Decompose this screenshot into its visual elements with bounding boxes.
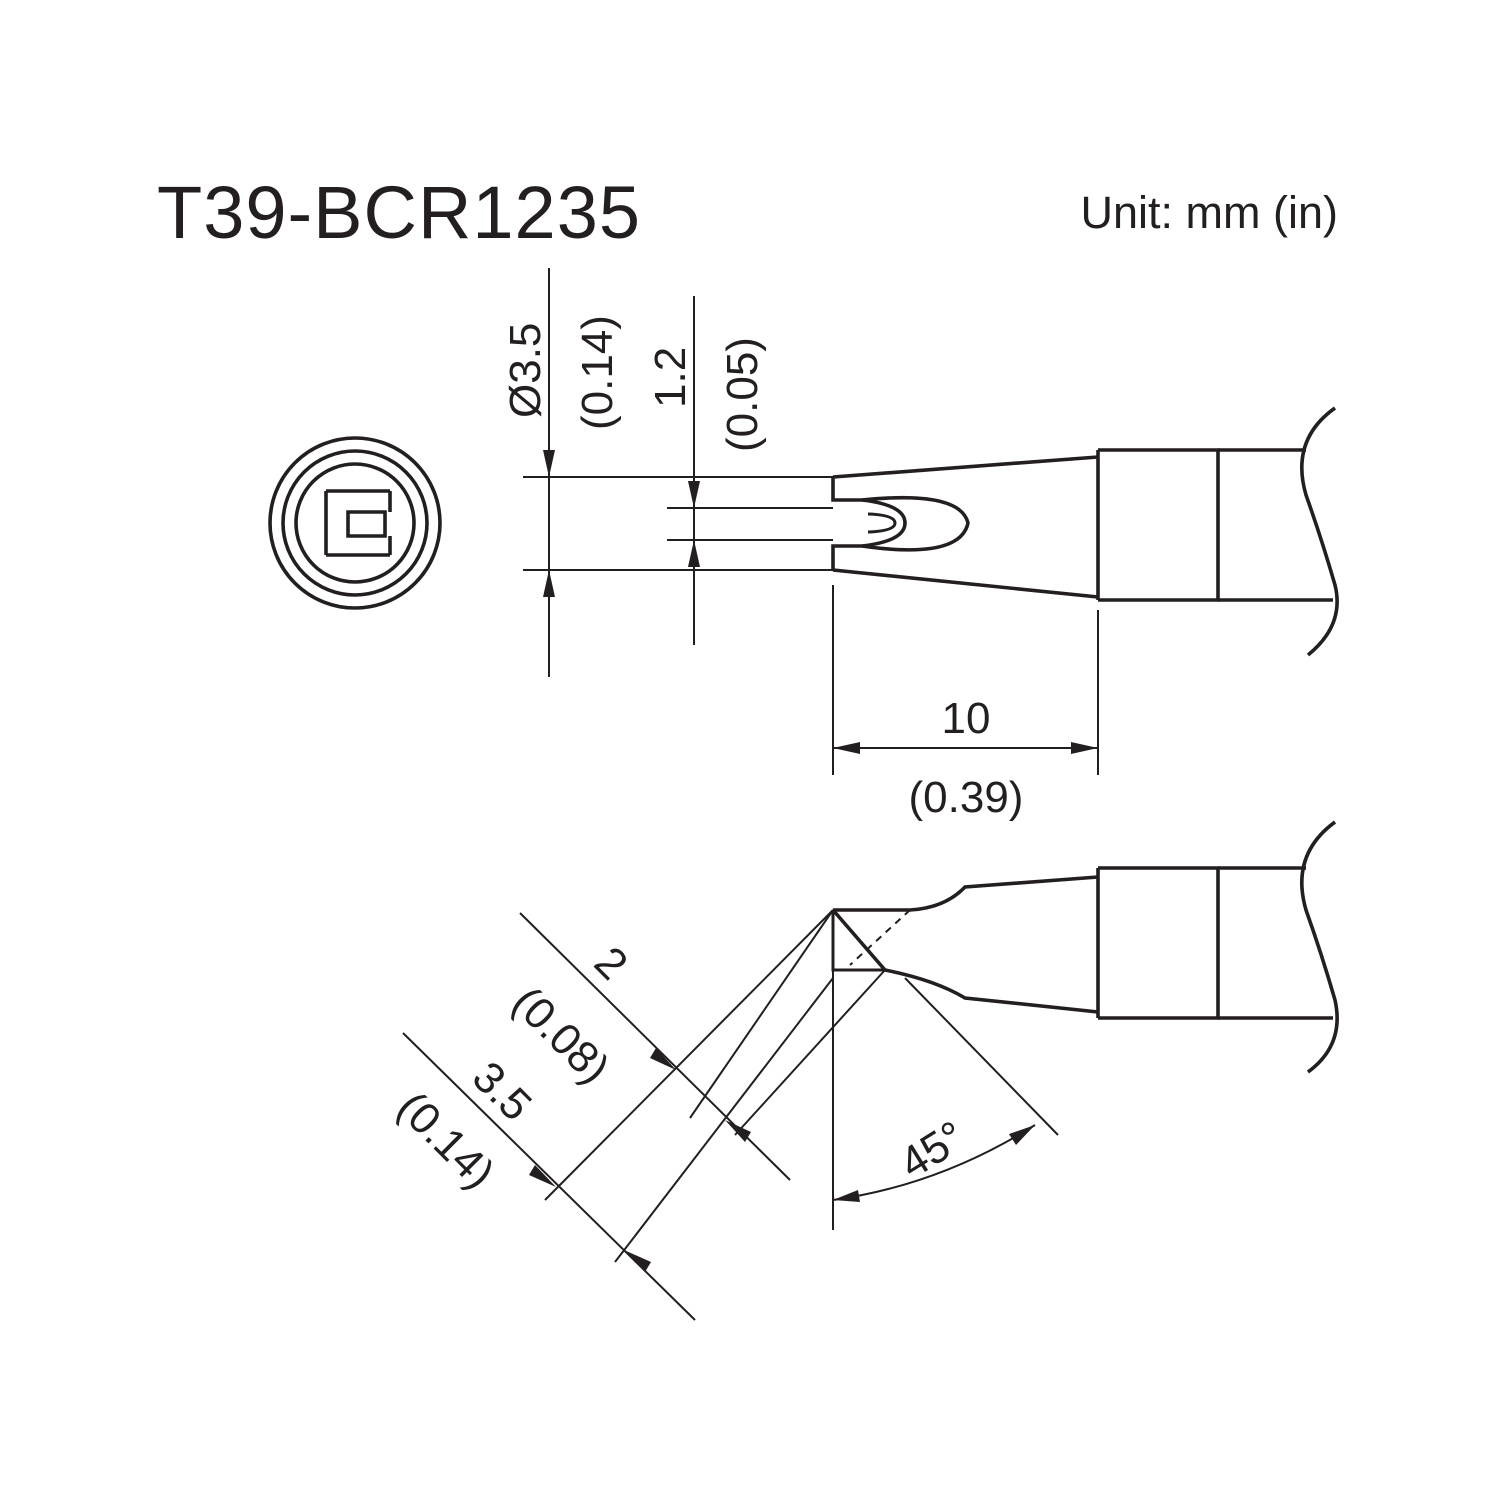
angle-label: 45° — [891, 1112, 973, 1189]
slot-dimension: 1.2 (0.05) — [646, 296, 833, 645]
angle-dimension: 45° — [832, 970, 1059, 1230]
diameter-mm-label: Ø3.5 — [501, 323, 550, 418]
part-number-title: T39-BCR1235 — [157, 171, 642, 254]
diameter-in-label: (0.14) — [573, 315, 622, 430]
bevel-mm-label: 2 — [585, 937, 637, 989]
tip-bevel-view — [831, 820, 1339, 1074]
bevel-dimension: 2 (0.08) — [503, 909, 886, 1181]
slot-mm-label: 1.2 — [646, 347, 695, 408]
slot-in-label: (0.05) — [718, 337, 767, 452]
unit-label: Unit: mm (in) — [1080, 187, 1339, 238]
length-dimension: 10 (0.39) — [832, 585, 1099, 822]
tip-side-view — [831, 406, 1339, 657]
tip-end-view — [268, 436, 442, 610]
diameter-dimension: Ø3.5 (0.14) — [501, 268, 833, 677]
width-mm-label: 3.5 — [463, 1052, 541, 1130]
length-in-label: (0.39) — [909, 773, 1024, 822]
length-mm-label: 10 — [942, 694, 991, 743]
